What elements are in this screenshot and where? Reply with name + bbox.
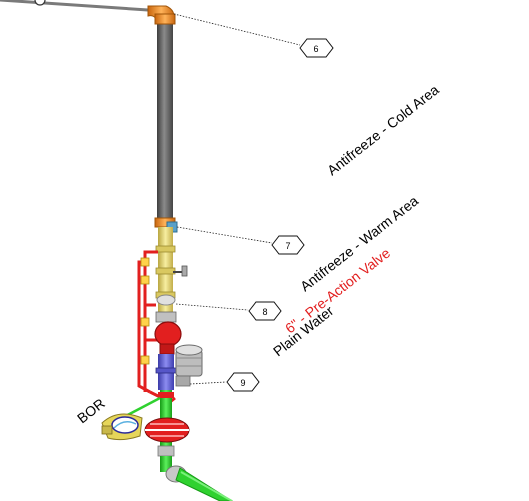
callout-7: 7 (271, 235, 305, 255)
gray-riser (147, 5, 176, 220)
drain-disc (144, 417, 190, 443)
callout-9: 9 (226, 372, 260, 392)
accelerator-unit (175, 344, 203, 387)
leader-lines (173, 13, 301, 385)
pre-action-valve (154, 311, 182, 355)
callout-6: 6 (299, 38, 334, 58)
callout-8-text: 8 (262, 307, 267, 317)
antifreeze-section (155, 227, 188, 313)
trim-fittings (140, 257, 150, 365)
label-bor: BOR (74, 395, 108, 426)
callout-6-text: 6 (313, 44, 318, 54)
callout-8: 8 (248, 301, 282, 321)
bor-device (101, 413, 143, 441)
callout-9-text: 9 (240, 378, 245, 388)
valve-body (155, 354, 177, 390)
upper-branch-pipe (0, 0, 149, 12)
label-cold-area: Antifreeze - Cold Area (324, 81, 442, 178)
callout-7-text: 7 (285, 241, 290, 251)
plain-water-piping (117, 390, 233, 501)
